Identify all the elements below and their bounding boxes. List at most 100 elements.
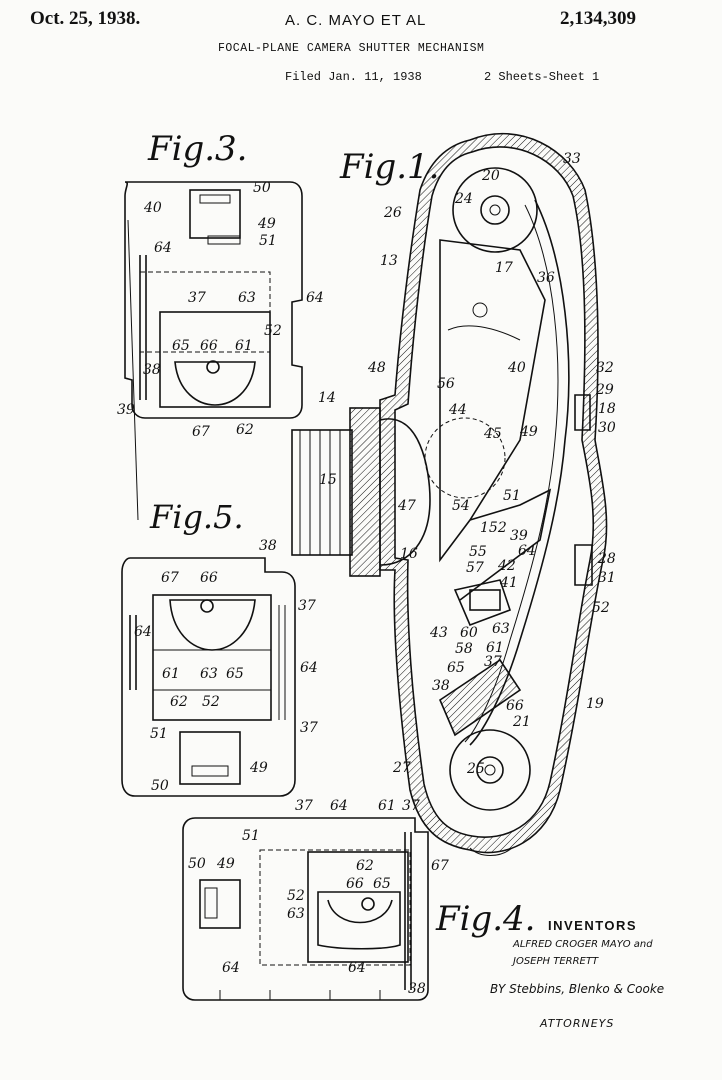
ref-15: 15	[319, 472, 337, 488]
ref-54: 54	[452, 498, 470, 514]
signature-block: INVENTORS ALFRED CROGER MAYO and JOSEPH …	[490, 918, 664, 1030]
fig5-reference-numerals: 38 67 66 37 64 61 63 65 64 62 52 51 37 4…	[134, 538, 318, 794]
ref-27: 27	[392, 760, 411, 776]
ref-64: 64	[154, 240, 172, 256]
ref-37: 37	[300, 720, 318, 736]
ref-66: 66	[346, 876, 364, 892]
ref-18: 18	[598, 401, 616, 417]
fig5-drawing	[121, 557, 296, 797]
ref-40: 40	[143, 200, 162, 216]
inventors-short: A. C. MAYO ET AL	[285, 12, 427, 29]
ref-64: 64	[222, 960, 240, 976]
fig4-label: Fig.4.	[435, 899, 535, 939]
ref-52: 52	[592, 600, 610, 616]
ref-49: 49	[249, 760, 268, 776]
ref-17: 17	[495, 260, 513, 276]
ref-66: 66	[200, 570, 218, 586]
ref-64: 64	[330, 798, 348, 814]
ref-51: 51	[259, 233, 277, 249]
ref-65: 65	[373, 876, 391, 892]
attorneys-label: ATTORNEYS	[539, 1017, 614, 1030]
ref-62: 62	[236, 422, 254, 438]
ref-37: 37	[298, 598, 316, 614]
fig1-reference-numerals: 33 20 24 26 13 17 36 48 56 40 14 44 45 4…	[318, 151, 616, 777]
fig3-reference-numerals: 50 40 49 51 64 37 63 64 52 65 66 61 38 3…	[117, 180, 324, 440]
ref-37: 37	[188, 290, 206, 306]
ref-44: 44	[448, 402, 467, 418]
inventor-names-2: JOSEPH TERRETT	[511, 956, 599, 967]
ref-50: 50	[188, 856, 206, 872]
ref-25: 25	[466, 761, 485, 777]
ref-52: 52	[202, 694, 220, 710]
ref-39: 39	[117, 402, 135, 418]
fig4-reference-numerals: 37 64 61 37 51 62 67 50 49 66 65 52 63 6…	[188, 798, 449, 997]
ref-63: 63	[200, 666, 218, 682]
ref-55: 55	[469, 544, 487, 560]
fig1-drawing	[291, 132, 608, 856]
ref-36: 36	[537, 270, 555, 286]
ref-37: 37	[402, 798, 420, 814]
ref-49: 49	[519, 424, 538, 440]
ref-33: 33	[563, 151, 581, 167]
ref-16: 16	[400, 546, 418, 562]
ref-61: 61	[235, 338, 253, 354]
fig1-label: Fig.1.	[339, 147, 439, 187]
patent-title: FOCAL-PLANE CAMERA SHUTTER MECHANISM	[218, 42, 485, 55]
ref-45: 45	[483, 426, 502, 442]
ref-21: 21	[512, 714, 531, 730]
ref-61: 61	[486, 640, 504, 656]
ref-66: 66	[506, 698, 524, 714]
ref-152: 152	[480, 520, 507, 536]
ref-50: 50	[151, 778, 169, 794]
ref-47: 47	[397, 498, 416, 514]
attorney-signature: BY Stebbins, Blenko & Cooke	[490, 982, 664, 996]
ref-63: 63	[492, 621, 510, 637]
ref-40: 40	[507, 360, 526, 376]
ref-61: 61	[378, 798, 396, 814]
ref-32: 32	[596, 360, 614, 376]
fig5-label: Fig.5.	[149, 498, 244, 536]
ref-37: 37	[484, 654, 502, 670]
ref-63: 63	[287, 906, 305, 922]
ref-50: 50	[253, 180, 271, 196]
ref-14: 14	[318, 390, 336, 406]
ref-49: 49	[257, 216, 276, 232]
patent-date: Oct. 25, 1938.	[30, 8, 141, 29]
ref-48: 48	[367, 360, 386, 376]
ref-61: 61	[162, 666, 180, 682]
ref-28: 28	[597, 551, 616, 567]
ref-31: 31	[598, 570, 616, 586]
ref-67: 67	[192, 424, 210, 440]
ref-38: 38	[259, 538, 277, 554]
ref-67: 67	[161, 570, 179, 586]
ref-65: 65	[172, 338, 190, 354]
ref-13: 13	[380, 253, 398, 269]
ref-51: 51	[150, 726, 168, 742]
ref-30: 30	[598, 420, 616, 436]
fig3-drawing	[124, 181, 303, 521]
ref-67: 67	[431, 858, 449, 874]
ref-64: 64	[518, 543, 536, 559]
ref-62: 62	[170, 694, 188, 710]
fig4-drawing	[182, 817, 429, 1001]
ref-62: 62	[356, 858, 374, 874]
ref-49: 49	[216, 856, 235, 872]
patent-number: 2,134,309	[560, 8, 636, 29]
ref-56: 56	[437, 376, 455, 392]
ref-65: 65	[447, 660, 465, 676]
ref-38: 38	[408, 981, 426, 997]
ref-38: 38	[432, 678, 450, 694]
ref-64: 64	[134, 624, 152, 640]
ref-29: 29	[595, 382, 614, 398]
ref-42: 42	[497, 558, 516, 574]
ref-20: 20	[481, 168, 500, 184]
inventors-heading: INVENTORS	[548, 918, 637, 933]
ref-38: 38	[143, 362, 161, 378]
ref-58: 58	[455, 641, 473, 657]
inventor-names: ALFRED CROGER MAYO and	[512, 939, 653, 950]
ref-19: 19	[586, 696, 604, 712]
ref-65: 65	[226, 666, 244, 682]
ref-64: 64	[306, 290, 324, 306]
ref-51: 51	[503, 488, 521, 504]
